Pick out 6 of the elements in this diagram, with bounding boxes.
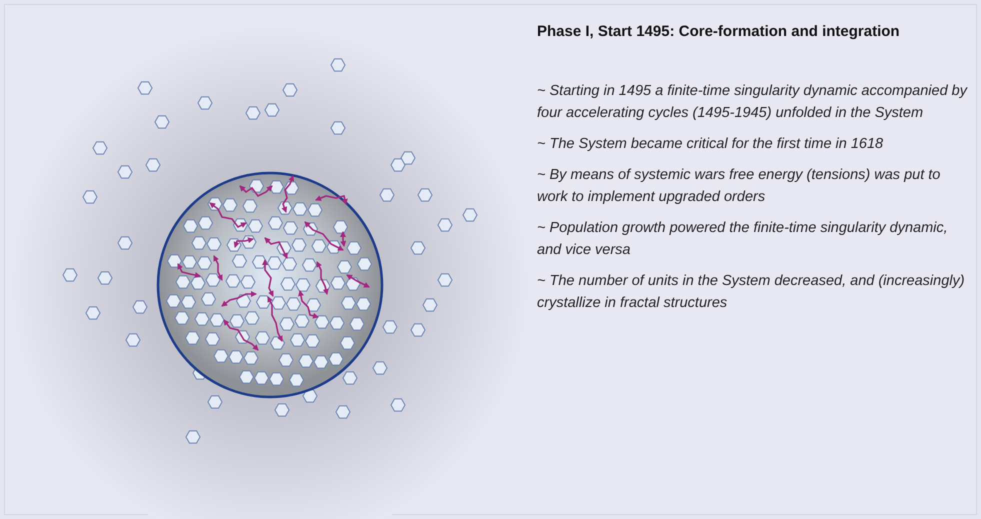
- bullet-text: ~ The number of units in the System decreased, and (increasingly) crystallize in fractal structures: [537, 272, 966, 313]
- bullet-text: ~ Population growth powered the finite-time singularity dynamic, and vice versa: [537, 219, 949, 260]
- bullet-text: ~ The System became critical for the first time in 1618: [537, 135, 884, 154]
- bullet-text: ~ By means of systemic wars free energy (tensions) was put to work to implement upgraded orders: [537, 166, 942, 207]
- bullet-text: ~ Starting in 1495 a finite-time singularity dynamic accompanied by four accelerating cycles (1495-1945) unfolded in the System: [537, 82, 968, 123]
- title: Phase I, Start 1495: Core-formation and integration: [537, 22, 901, 42]
